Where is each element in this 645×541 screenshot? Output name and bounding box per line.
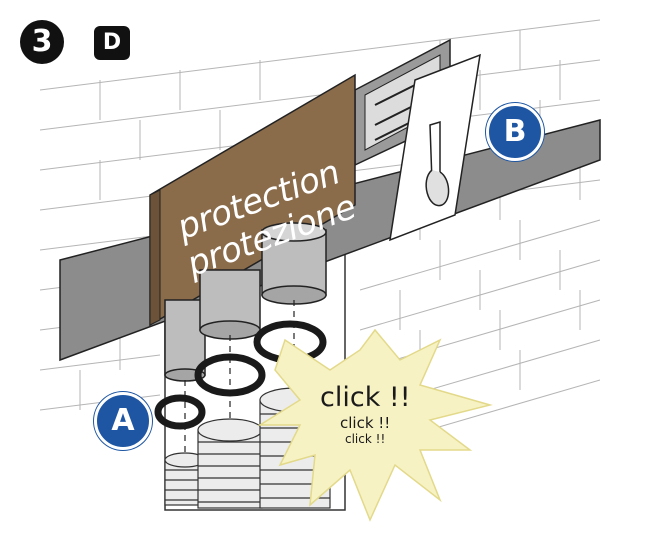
callout-b: B (486, 103, 544, 161)
variant-letter-badge: D (94, 26, 130, 60)
click-label-medium: click !! (340, 414, 390, 432)
callout-a: A (94, 392, 152, 450)
click-label-small: click !! (345, 432, 385, 446)
click-label-large: click !! (320, 382, 411, 413)
step-number-badge: 3 (20, 20, 64, 64)
